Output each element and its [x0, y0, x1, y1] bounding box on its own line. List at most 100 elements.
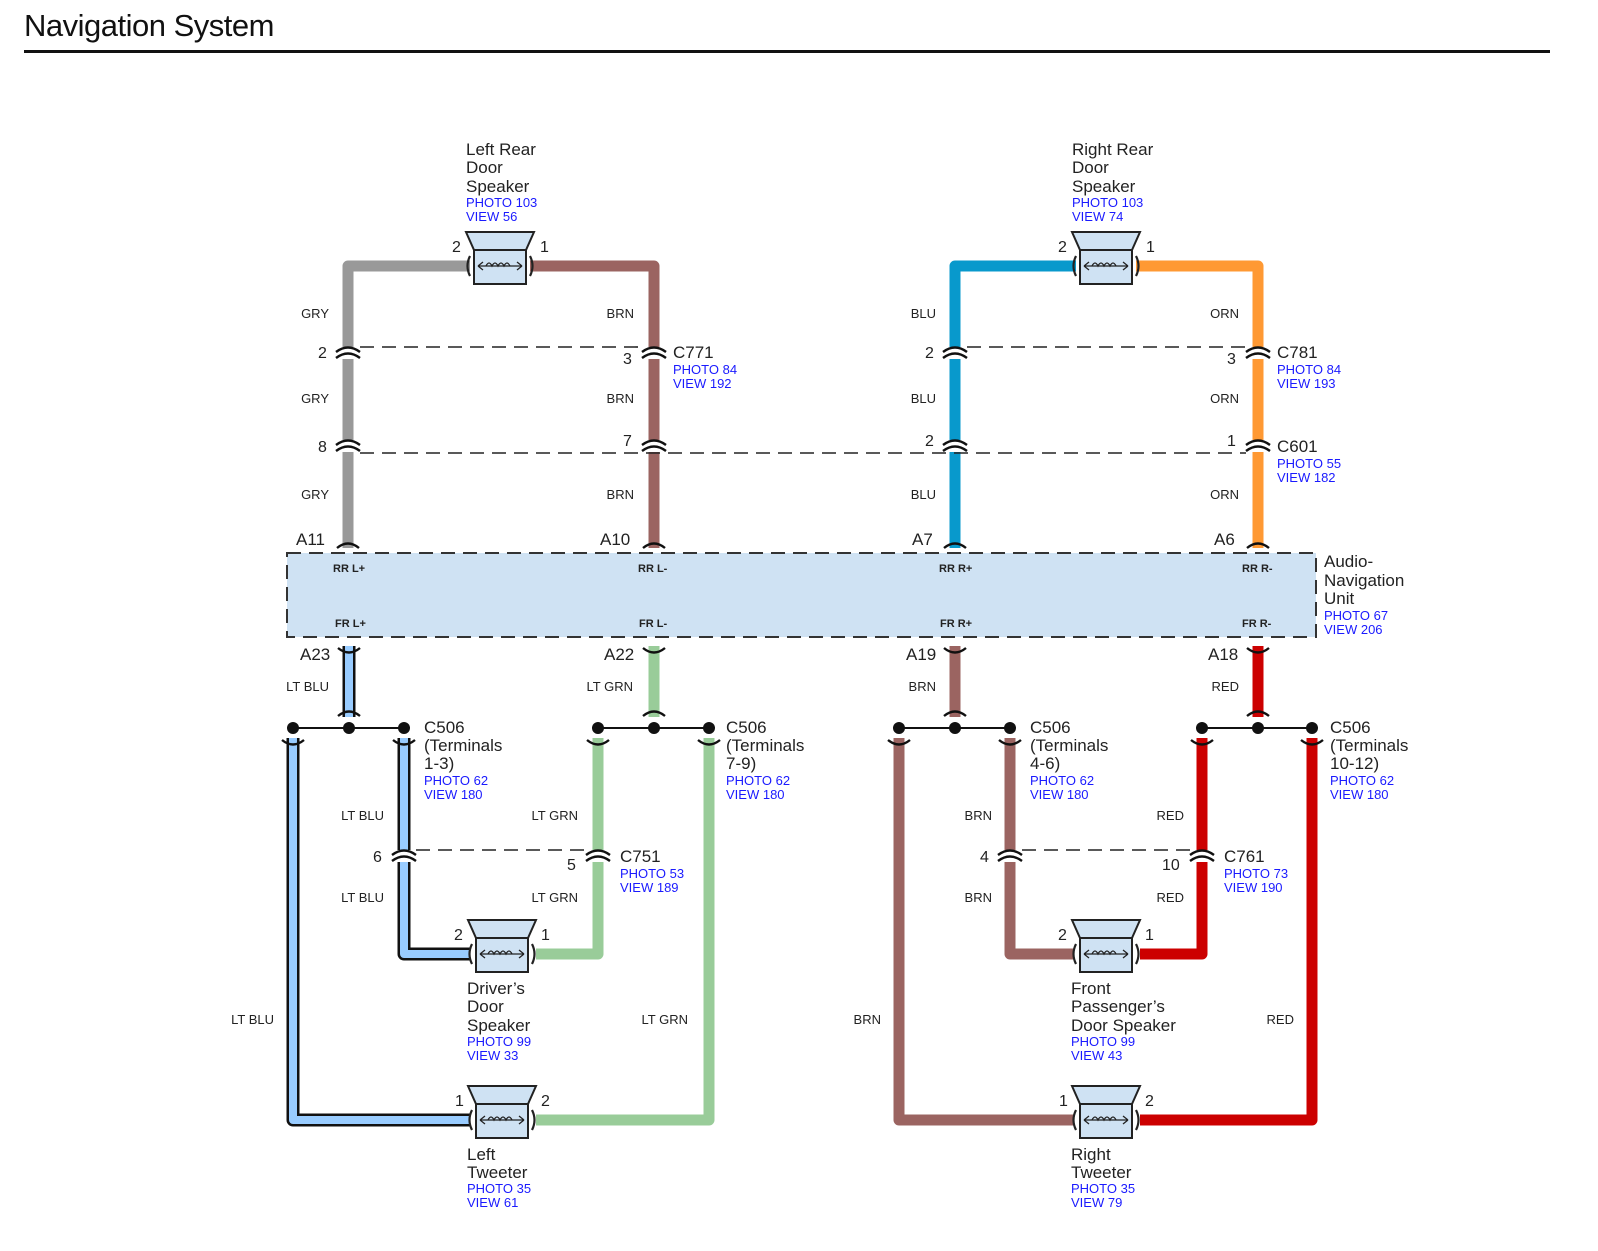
photo-link[interactable]: PHOTO 62	[1330, 773, 1394, 788]
connector-cap-icon	[391, 849, 417, 856]
connector-name[interactable]: C601	[1277, 437, 1318, 456]
connector-name[interactable]: C506	[1030, 718, 1071, 737]
connector-c601-label: C601 PHOTO 55 VIEW 182 8 7 2 1	[318, 433, 1341, 485]
photo-link[interactable]: PHOTO 73	[1224, 866, 1288, 881]
photo-link[interactable]: PHOTO 103	[1072, 195, 1143, 210]
wire-orn-rr-r-minus[interactable]	[1136, 260, 1264, 548]
photo-link[interactable]: PHOTO 67	[1324, 608, 1388, 623]
front-passenger-door-speaker-icon[interactable]	[1070, 918, 1142, 974]
photo-link[interactable]: PHOTO 35	[467, 1181, 531, 1196]
view-link[interactable]: VIEW 189	[620, 880, 679, 895]
view-link[interactable]: VIEW 61	[467, 1195, 518, 1210]
wire-label: LT BLU	[341, 890, 384, 905]
right-rear-door-speaker-icon[interactable]	[1070, 230, 1142, 286]
photo-link[interactable]: PHOTO 84	[1277, 362, 1341, 377]
view-link[interactable]: VIEW 193	[1277, 376, 1336, 391]
connector-terminals: 10-12)	[1330, 754, 1379, 773]
wire-ltgrn-driver[interactable]	[536, 738, 604, 960]
photo-link[interactable]: PHOTO 35	[1071, 1181, 1135, 1196]
unit-name-line: Unit	[1324, 589, 1355, 608]
view-link[interactable]: VIEW 180	[1030, 787, 1089, 802]
view-link[interactable]: VIEW 33	[467, 1048, 518, 1063]
right-tweeter-icon[interactable]	[1070, 1084, 1142, 1140]
wire-blu-rr-r-plus[interactable]	[949, 260, 1076, 548]
connector-name[interactable]: C771	[673, 343, 714, 362]
pin-number: 2	[454, 927, 463, 944]
connector-cap-icon	[1189, 855, 1215, 862]
splice-dot-icon	[1306, 722, 1318, 734]
pin-number: 2	[1145, 1093, 1154, 1110]
pin-number: 2	[925, 345, 934, 362]
speaker-name-line: Door	[467, 997, 504, 1016]
right-rear-speaker-label: Right Rear Door Speaker PHOTO 103 VIEW 7…	[1058, 140, 1155, 256]
splice-dot-icon	[1252, 722, 1264, 734]
photo-link[interactable]: PHOTO 62	[424, 773, 488, 788]
view-link[interactable]: VIEW 79	[1071, 1195, 1122, 1210]
signal-fr-r-minus: FR R-	[1242, 618, 1272, 630]
wire-label: LT BLU	[231, 1012, 274, 1027]
wire-red-tweeter[interactable]	[1140, 738, 1318, 1126]
unit-pin-a19: A19	[906, 645, 936, 664]
pin-number: 2	[925, 433, 934, 450]
view-link[interactable]: VIEW 190	[1224, 880, 1283, 895]
photo-link[interactable]: PHOTO 103	[466, 195, 537, 210]
pin-cap-icon	[586, 739, 610, 746]
signal-rr-r-plus: RR R+	[939, 563, 972, 575]
wire-ltgrn-tweeter[interactable]	[536, 738, 715, 1126]
connector-cap-icon	[585, 849, 611, 856]
photo-link[interactable]: PHOTO 99	[467, 1034, 531, 1049]
view-link[interactable]: VIEW 43	[1071, 1048, 1122, 1063]
splice-dot-icon	[343, 722, 355, 734]
wire-red-passenger[interactable]	[1140, 738, 1208, 960]
connector-c506-terminals-10-12-label: C506 (Terminals 10-12) PHOTO 62 VIEW 180	[1330, 718, 1408, 802]
pin-number: 3	[1227, 351, 1236, 368]
connector-name[interactable]: C751	[620, 847, 661, 866]
wire-brn-rr-l-minus[interactable]	[530, 260, 660, 548]
connector-name[interactable]: C781	[1277, 343, 1318, 362]
left-rear-door-speaker-icon[interactable]	[464, 230, 536, 286]
left-tweeter-icon[interactable]	[466, 1084, 538, 1140]
photo-link[interactable]: PHOTO 84	[673, 362, 737, 377]
wire-gry-rr-l-plus[interactable]	[342, 260, 470, 548]
view-link[interactable]: VIEW 206	[1324, 622, 1383, 637]
connector-name[interactable]: C506	[424, 718, 465, 737]
photo-link[interactable]: PHOTO 53	[620, 866, 684, 881]
splice-dot-icon	[592, 722, 604, 734]
speaker-name-line: Left Rear	[466, 140, 536, 159]
wire-ltblu-driver[interactable]	[400, 738, 470, 958]
photo-link[interactable]: PHOTO 62	[1030, 773, 1094, 788]
view-link[interactable]: VIEW 180	[424, 787, 483, 802]
wire-brn-passenger[interactable]	[1004, 738, 1074, 960]
pin-cap-icon	[1300, 739, 1324, 746]
connector-name[interactable]: C761	[1224, 847, 1265, 866]
connector-name[interactable]: C506	[1330, 718, 1371, 737]
view-link[interactable]: VIEW 192	[673, 376, 732, 391]
view-link[interactable]: VIEW 180	[726, 787, 785, 802]
photo-link[interactable]: PHOTO 99	[1071, 1034, 1135, 1049]
left-tweeter-label: Left Tweeter PHOTO 35 VIEW 61 1 2	[455, 1093, 550, 1210]
view-link[interactable]: VIEW 182	[1277, 470, 1336, 485]
view-link[interactable]: VIEW 180	[1330, 787, 1389, 802]
connector-cap-icon	[641, 352, 667, 359]
view-link[interactable]: VIEW 74	[1072, 209, 1123, 224]
audio-navigation-unit-box[interactable]	[286, 552, 1317, 638]
speaker-name-line: Tweeter	[1071, 1163, 1132, 1182]
wire-brn-tweeter[interactable]	[893, 738, 1074, 1126]
signal-fr-r-plus: FR R+	[940, 618, 972, 630]
pin-number: 5	[567, 857, 576, 874]
wire-ltblu-tweeter[interactable]	[289, 738, 470, 1124]
pin-cap-icon	[337, 647, 361, 654]
photo-link[interactable]: PHOTO 62	[726, 773, 790, 788]
pin-cap-icon	[642, 710, 666, 717]
wire-label: BRN	[965, 890, 992, 905]
view-link[interactable]: VIEW 56	[466, 209, 517, 224]
drivers-door-speaker-icon[interactable]	[466, 918, 538, 974]
pin-cap-icon	[392, 739, 416, 746]
front-passenger-speaker-label: Front Passenger’s Door Speaker PHOTO 99 …	[1058, 927, 1176, 1063]
photo-link[interactable]: PHOTO 55	[1277, 456, 1341, 471]
unit-pin-a23: A23	[300, 645, 330, 664]
wire-label: ORN	[1210, 306, 1239, 321]
connector-name[interactable]: C506	[726, 718, 767, 737]
wire-label: BRN	[607, 391, 634, 406]
